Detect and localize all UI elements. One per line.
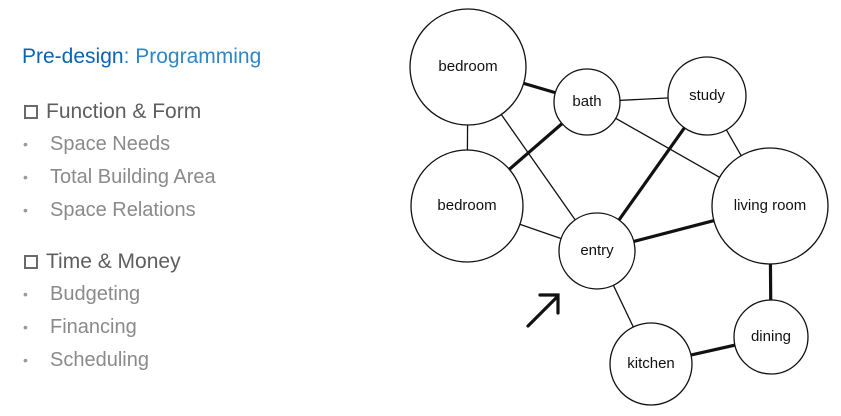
node-circle — [558, 212, 636, 290]
node-circle — [609, 322, 693, 406]
bullet-dot-icon: • — [23, 169, 28, 185]
node-circle — [410, 149, 524, 263]
bullet-dot-icon: • — [23, 319, 28, 335]
bullet-dot-icon: • — [23, 286, 28, 302]
node-circle — [667, 56, 747, 136]
list-item-text: Scheduling — [50, 349, 149, 371]
list-item-text: Total Building Area — [50, 166, 216, 188]
list-item: • Space Needs — [22, 128, 352, 161]
section-heading-text: Function & Form — [46, 100, 202, 123]
diagram-nodes: bedroom bath study bedroom living room entry d… — [409, 8, 829, 406]
list-item-text: Space Needs — [50, 133, 171, 155]
list-item: • Scheduling — [22, 344, 352, 377]
slide-title: Pre-design: Programming — [22, 42, 352, 72]
node-label: bedroom — [437, 197, 496, 214]
checkbox-bullet-icon — [24, 255, 38, 269]
checkbox-bullet-icon — [24, 105, 38, 119]
node-label: dining — [751, 328, 791, 345]
node-circle — [711, 147, 829, 265]
node-study: study — [667, 56, 747, 136]
node-entry: entry — [558, 212, 636, 290]
node-living: living room — [711, 147, 829, 265]
slide-title-lead: Pre-design — [22, 45, 124, 68]
list-item: • Financing — [22, 311, 352, 344]
list-item-text: Space Relations — [50, 199, 196, 221]
node-bedroom2: bedroom — [410, 149, 524, 263]
node-label: bedroom — [438, 58, 497, 75]
node-bath: bath — [553, 68, 621, 136]
node-dining: dining — [733, 299, 809, 375]
list-item: • Total Building Area — [22, 161, 352, 194]
node-label: study — [689, 87, 725, 104]
list-item: • Budgeting — [22, 278, 352, 311]
node-label: entry — [580, 242, 614, 259]
node-circle — [409, 8, 527, 126]
section-heading: Time & Money — [22, 246, 352, 278]
bullet-dot-icon: • — [23, 202, 28, 218]
list-item-text: Financing — [50, 316, 137, 338]
list-item: • Space Relations — [22, 194, 352, 227]
node-label: bath — [572, 93, 601, 110]
arrow-up-right-icon — [526, 293, 560, 328]
bullet-dot-icon: • — [23, 352, 28, 368]
section-items: • Space Needs • Total Building Area • Space… — [22, 128, 352, 227]
node-label: kitchen — [627, 355, 675, 372]
text-panel: Pre-design: Programming Function & Form … — [22, 42, 352, 396]
section-function-form: Function & Form • Space Needs • Total Buil… — [22, 96, 352, 227]
node-circle — [733, 299, 809, 375]
node-circle — [553, 68, 621, 136]
bullet-dot-icon: • — [23, 136, 28, 152]
node-bedroom1: bedroom — [409, 8, 527, 126]
section-heading: Function & Form — [22, 96, 352, 128]
node-kitchen: kitchen — [609, 322, 693, 406]
section-time-money: Time & Money • Budgeting • Financing • Sche… — [22, 246, 352, 377]
slide-title-rest: : Programming — [123, 45, 262, 68]
node-label: living room — [734, 197, 807, 214]
section-items: • Budgeting • Financing • Scheduling — [22, 278, 352, 377]
list-item-text: Budgeting — [50, 283, 141, 305]
section-heading-text: Time & Money — [46, 250, 181, 273]
